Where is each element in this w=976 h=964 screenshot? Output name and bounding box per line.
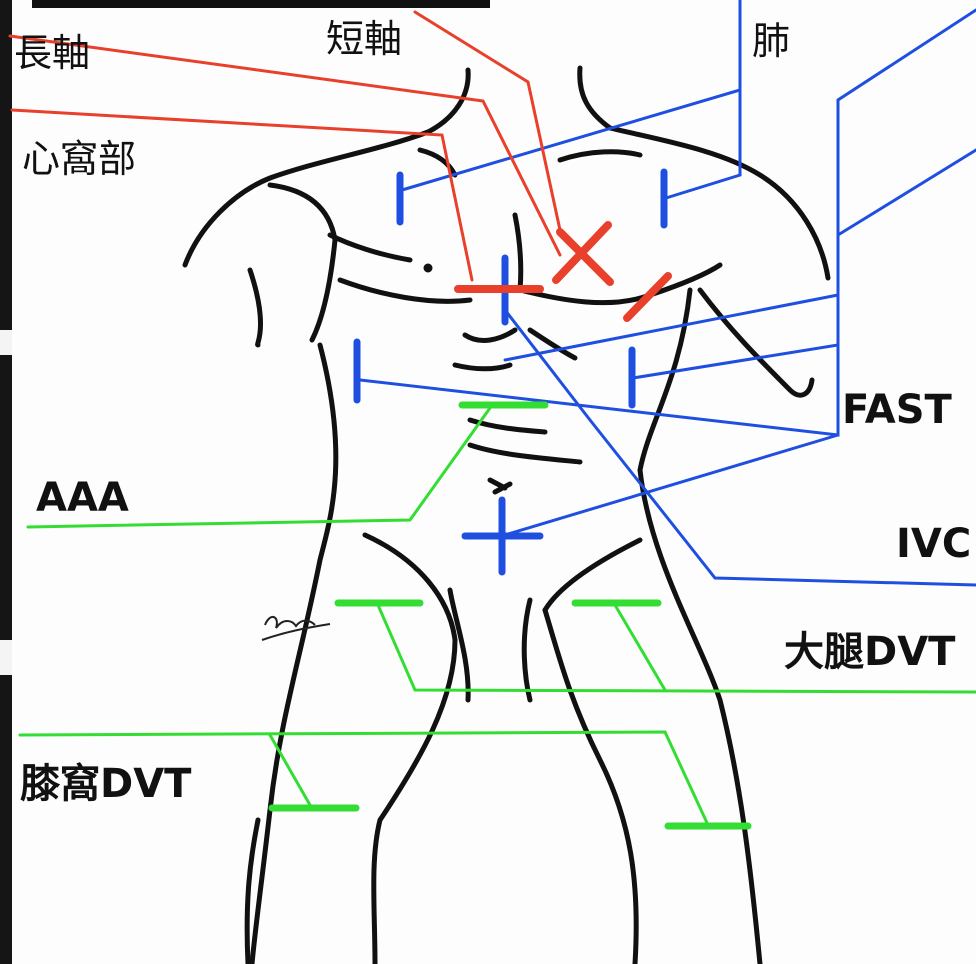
red-probe-marks (454, 221, 672, 322)
aaa-label: AAA (36, 475, 129, 521)
red-leader-lines (8, 10, 562, 282)
ivc-label: IVC (896, 521, 972, 567)
green-leader-lines (18, 406, 976, 827)
body-outline (182, 65, 831, 964)
lung-label: 肺 (752, 19, 791, 63)
top-black-bar (32, 0, 490, 8)
short-axis-label: 短軸 (326, 17, 403, 61)
left-edge-strip (0, 0, 12, 964)
blue-leader-lines (358, 0, 976, 587)
subxiphoid-label: 心窩部 (22, 137, 137, 181)
long-axis-label: 長軸 (14, 31, 91, 75)
fast-label: FAST (842, 387, 952, 433)
femoral-dvt-label: 大腿DVT (784, 629, 956, 675)
signature-mark (261, 616, 331, 641)
blue-probe-marks (353, 168, 668, 576)
green-probe-marks (268, 401, 752, 830)
popliteal-dvt-label: 膝窩DVT (20, 761, 192, 807)
